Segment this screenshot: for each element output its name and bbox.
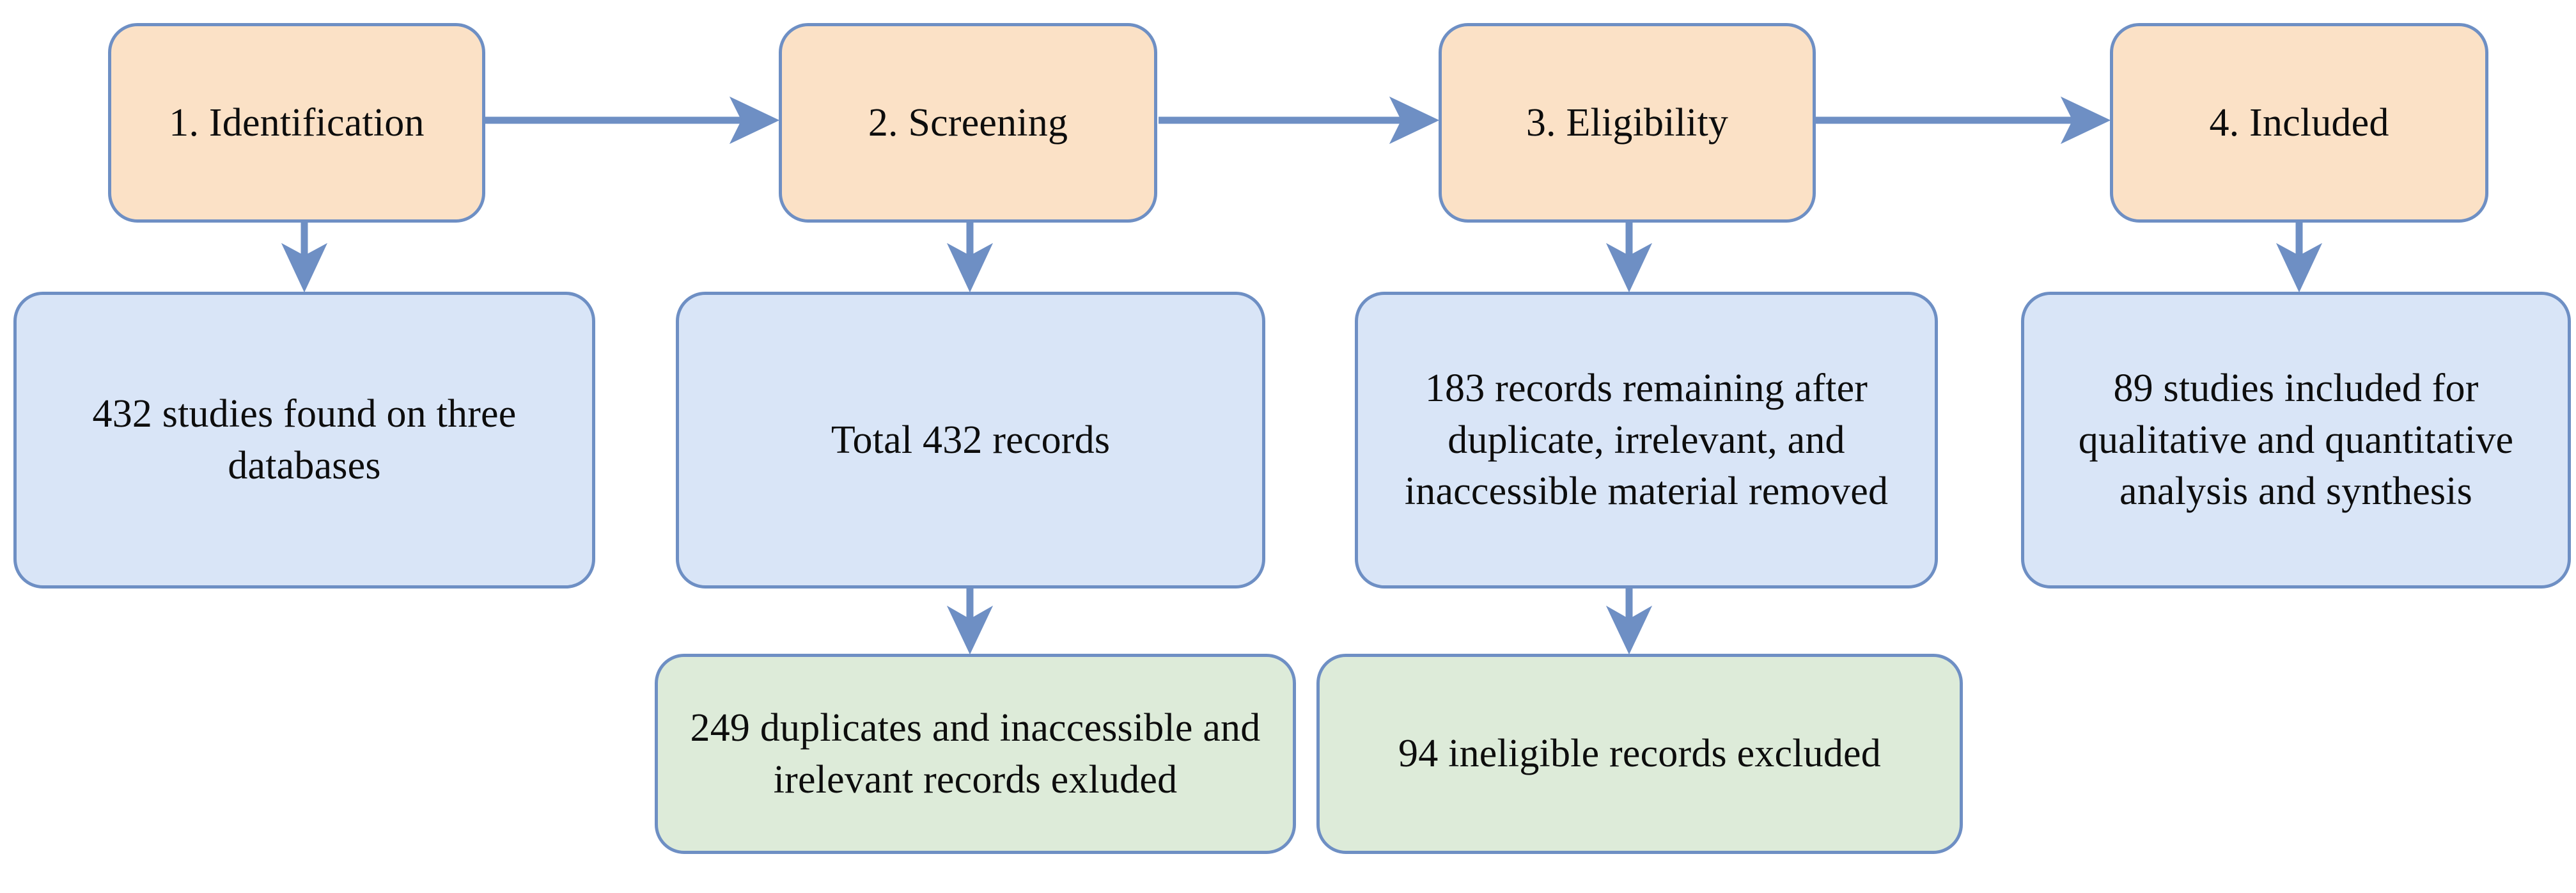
exclusion-box-duplicates-excluded[interactable]: 249 duplicates and inaccessible and irel…	[655, 654, 1296, 854]
exclusion-box-ineligible-excluded[interactable]: 94 ineligible records excluded	[1316, 654, 1963, 854]
stage-box-screening[interactable]: 2. Screening	[779, 23, 1157, 223]
exclusion-label-ineligible-excluded: 94 ineligible records excluded	[1398, 732, 1881, 776]
arrow-eligibility-to-records-remaining	[1605, 223, 1653, 293]
arrow-identification-to-screening	[484, 96, 780, 145]
result-box-records-found[interactable]: 432 studies found on three databases	[13, 292, 595, 589]
result-label-total-records: Total 432 records	[831, 418, 1111, 462]
result-label-studies-included: 89 studies included for qualitative and …	[2078, 367, 2514, 514]
result-box-records-remaining[interactable]: 183 records remaining after duplicate, i…	[1355, 292, 1938, 589]
stage-label-included: 4. Included	[2209, 100, 2389, 145]
stage-box-included[interactable]: 4. Included	[2110, 23, 2488, 223]
stage-label-eligibility: 3. Eligibility	[1526, 100, 1729, 145]
arrow-screening-to-total-records	[946, 223, 994, 293]
result-label-records-remaining: 183 records remaining after duplicate, i…	[1404, 367, 1889, 514]
arrow-screening-to-eligibility	[1159, 96, 1440, 145]
arrow-identification-to-records-found	[281, 223, 328, 293]
arrow-included-to-studies-included	[2275, 223, 2323, 293]
result-box-total-records[interactable]: Total 432 records	[676, 292, 1265, 589]
result-box-studies-included[interactable]: 89 studies included for qualitative and …	[2021, 292, 2571, 589]
stage-box-identification[interactable]: 1. Identification	[108, 23, 485, 223]
result-label-records-found: 432 studies found on three databases	[92, 392, 517, 487]
stage-box-eligibility[interactable]: 3. Eligibility	[1439, 23, 1816, 223]
arrow-total-records-to-duplicates-excluded	[946, 589, 994, 655]
exclusion-label-duplicates-excluded: 249 duplicates and inaccessible and irel…	[690, 706, 1261, 802]
arrow-records-remaining-to-ineligible-excluded	[1605, 589, 1653, 655]
stage-label-identification: 1. Identification	[169, 100, 425, 145]
arrow-eligibility-to-included	[1816, 96, 2111, 145]
stage-label-screening: 2. Screening	[868, 100, 1068, 145]
